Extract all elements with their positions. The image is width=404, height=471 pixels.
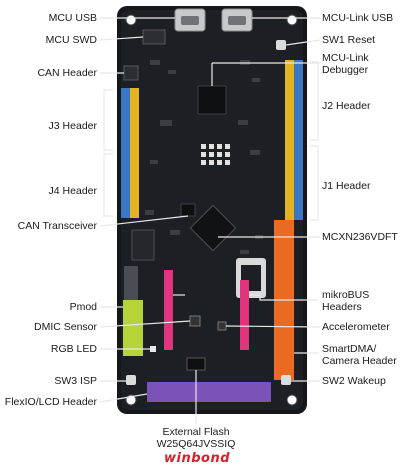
label-external-flash-line2: W25Q64JVSSIQ: [156, 438, 236, 450]
label-mcu-usb: MCU USB: [48, 12, 97, 24]
label-sw3-isp: SW3 ISP: [54, 375, 97, 387]
mounting-hole: [286, 14, 298, 26]
label-sw2-wakeup: SW2 Wakeup: [322, 375, 386, 387]
mounting-hole: [125, 14, 137, 26]
label-j4-header: J4 Header: [48, 185, 97, 197]
flexio-lcd-header-purple: [147, 382, 271, 402]
label-flexio-lcd-header: FlexIO/LCD Header: [4, 396, 97, 408]
label-sw1-reset: SW1 Reset: [322, 34, 376, 46]
leader-lines: [99, 17, 321, 424]
label-mcu-link-debugger-line2: Debugger: [322, 64, 369, 76]
j2-header-blue: [294, 60, 303, 220]
mcu-swd-header: [142, 29, 166, 45]
label-j2-header: J2 Header: [322, 100, 371, 112]
label-dmic-sensor: DMIC Sensor: [33, 321, 97, 333]
label-can-transceiver: CAN Transceiver: [17, 220, 97, 232]
mcxn236-chip: [189, 204, 237, 252]
label-mcu-swd: MCU SWD: [45, 34, 97, 46]
label-external-flash-line1: External Flash: [162, 426, 230, 438]
can-header-block: [123, 65, 139, 81]
dmic-sensor-chip: [189, 315, 201, 327]
mcu-usb-connector: [174, 8, 206, 32]
j2-header-yellow: [285, 60, 294, 220]
mcu-link-usb-connector: [221, 8, 253, 32]
label-mikrobus-line1: mikroBUS: [322, 289, 370, 301]
sw1-reset-button: [276, 40, 286, 50]
label-can-header: CAN Header: [37, 67, 97, 79]
label-smartdma-line2: Camera Header: [322, 355, 397, 367]
sw3-isp-button: [126, 375, 136, 385]
mikrobus-header-left: [164, 270, 173, 350]
label-smartdma-line1: SmartDMA/: [322, 343, 377, 355]
accelerometer-chip: [217, 321, 227, 331]
pmod-socket: [124, 266, 138, 306]
label-mcxn236vdft: MCXN236VDFT: [322, 231, 398, 243]
rgb-led: [150, 346, 156, 352]
label-mcu-link-usb: MCU-Link USB: [322, 12, 394, 24]
mounting-hole: [286, 394, 298, 406]
j3-header-yellow: [130, 88, 139, 218]
debugger-chip: [197, 85, 227, 115]
j3-header-blue: [121, 88, 130, 218]
label-pmod: Pmod: [69, 301, 97, 313]
label-mcu-link-debugger-line1: MCU-Link: [322, 52, 369, 64]
label-mikrobus-line2: Headers: [322, 301, 362, 313]
label-rgb-led: RGB LED: [50, 343, 97, 355]
label-accelerometer: Accelerometer: [322, 321, 390, 333]
label-j3-header: J3 Header: [48, 120, 97, 132]
external-flash-chip: [186, 357, 206, 371]
mikrobus-header-right: [240, 280, 249, 350]
board-sensor-pad: [131, 229, 155, 261]
winbond-logo: winbond: [164, 451, 231, 466]
pmod-header-green: [123, 300, 143, 356]
sw2-wakeup-button: [281, 375, 291, 385]
led-array: [201, 144, 230, 165]
label-j1-header: J1 Header: [322, 180, 371, 192]
can-transceiver-chip: [180, 203, 196, 217]
